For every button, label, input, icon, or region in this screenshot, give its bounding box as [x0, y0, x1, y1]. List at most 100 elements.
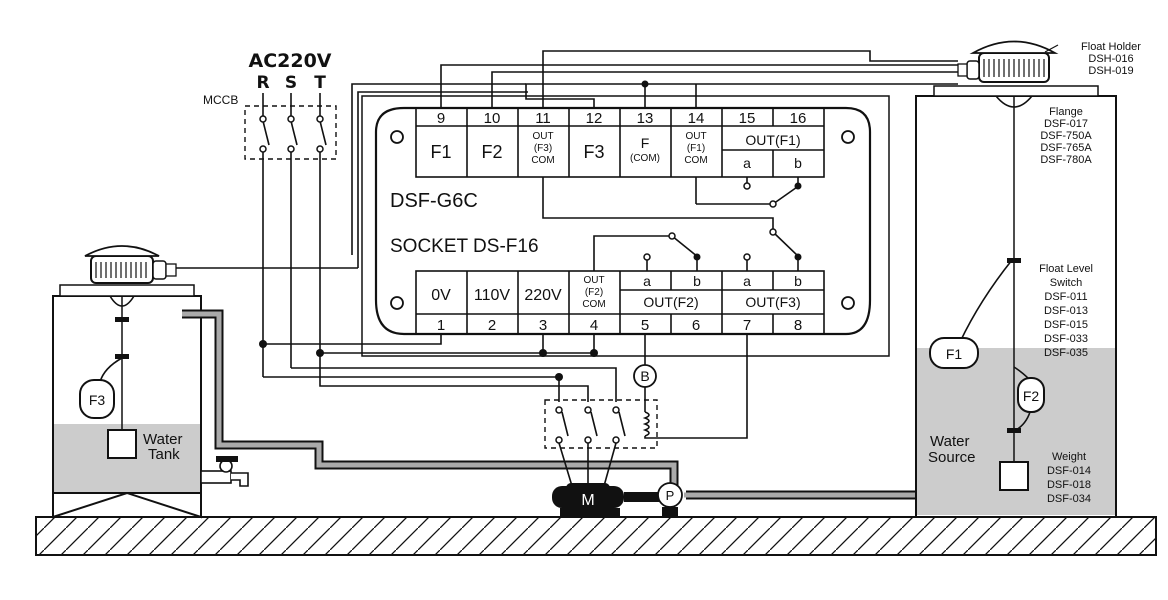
- float-switch-label-1: Float Level: [1039, 263, 1093, 275]
- float-holder-right: [957, 40, 1059, 83]
- float-holder-left: [84, 245, 358, 284]
- weight-model-3: DSF-034: [1047, 493, 1091, 505]
- mccb-label: MCCB: [203, 93, 238, 107]
- float-switch-model-4: DSF-033: [1044, 333, 1088, 345]
- faucet: [200, 456, 249, 487]
- motor-label: M: [581, 492, 594, 509]
- float-switch-model-5: DSF-035: [1044, 347, 1088, 359]
- out-f3-a: a: [743, 273, 751, 289]
- out-f1-com-2: (F1): [687, 143, 705, 154]
- weight-model-2: DSF-018: [1047, 479, 1091, 491]
- water-tank-label-line2: Tank: [148, 446, 180, 463]
- terminal-0v: 0V: [431, 287, 451, 304]
- weight-model-1: DSF-014: [1047, 465, 1091, 477]
- relay-f1-contact: [695, 177, 802, 208]
- out-f2-com-2: (F2): [585, 287, 603, 298]
- relay-f2-f3-contacts: [593, 228, 802, 271]
- float-switch-model-3: DSF-015: [1044, 319, 1088, 331]
- out-f3-b: b: [794, 273, 802, 289]
- water-tank-label-line1: Water: [143, 431, 182, 448]
- pump-label: P: [666, 488, 675, 503]
- weight-label: Weight: [1052, 451, 1086, 463]
- terminal-16: 16: [790, 110, 807, 127]
- terminal-10: 10: [484, 110, 501, 127]
- out-f2-label: OUT(F2): [643, 294, 698, 310]
- terminal-1: 1: [437, 317, 445, 334]
- float-holder-model-1: DSH-016: [1088, 53, 1133, 65]
- socket-model: SOCKET DS-F16: [390, 236, 539, 257]
- terminal-f2: F2: [481, 142, 502, 162]
- out-f2-b: b: [693, 273, 701, 289]
- phase-t: T: [314, 73, 326, 93]
- terminal-f3: F3: [583, 142, 604, 162]
- out-f3-com-1: OUT: [532, 131, 553, 142]
- float-switch-label-2: Switch: [1050, 277, 1082, 289]
- phase-r: R: [256, 73, 269, 93]
- terminal-3: 3: [539, 317, 547, 334]
- bottom-terminal-numbers: 1 2 3 4 5 6 7 8: [437, 317, 802, 334]
- controller-outline: [361, 95, 890, 357]
- water-source-label-line2: Source: [928, 449, 976, 466]
- top-terminal-grid: [415, 107, 825, 178]
- terminal-15: 15: [739, 110, 756, 127]
- source-float-assembly: [929, 95, 1045, 491]
- float-holder-model-2: DSH-019: [1088, 65, 1133, 77]
- terminal-6: 6: [692, 317, 700, 334]
- terminal-5: 5: [641, 317, 649, 334]
- flange-model-2: DSF-750A: [1040, 130, 1092, 142]
- flange-model-3: DSF-765A: [1040, 142, 1092, 154]
- out-f1-label: OUT(F1): [745, 132, 800, 148]
- power-title: AC220V: [248, 50, 331, 72]
- source-annotations: Float Holder DSH-016 DSH-019 Flange DSF-…: [1039, 41, 1141, 505]
- out-f3-label: OUT(F3): [745, 294, 800, 310]
- out-f1-a: a: [743, 155, 751, 171]
- terminal-7: 7: [743, 317, 751, 334]
- terminal-8: 8: [794, 317, 802, 334]
- motor: [552, 483, 660, 516]
- out-f1-b: b: [794, 155, 802, 171]
- terminal-12: 12: [586, 110, 603, 127]
- tank-float-assembly: [79, 295, 137, 459]
- out-f1-com-1: OUT: [685, 131, 706, 142]
- float-holder-label: Float Holder: [1081, 41, 1141, 53]
- flange-label: Flange: [1049, 106, 1083, 118]
- terminal-f1: F1: [430, 142, 451, 162]
- float-switch-model-1: DSF-011: [1044, 291, 1087, 303]
- f-com-1: F: [641, 135, 650, 151]
- pump: [657, 482, 683, 517]
- phase-s: S: [285, 73, 297, 93]
- ground: [35, 516, 1157, 556]
- water-source-label-line1: Water: [930, 433, 969, 450]
- out-f2-com-3: COM: [582, 299, 605, 310]
- magnetic-contactor: [544, 399, 661, 449]
- terminal-4: 4: [590, 317, 598, 334]
- b-node-label: B: [640, 368, 649, 384]
- terminal-220v: 220V: [524, 287, 562, 304]
- float-f3-label: F3: [89, 392, 106, 408]
- out-f3-com-3: COM: [531, 155, 554, 166]
- water-pipe: [182, 309, 916, 500]
- wiring: [259, 50, 958, 439]
- float-switch-model-2: DSF-013: [1044, 305, 1088, 317]
- b-node: [633, 364, 657, 388]
- flange-model-1: DSF-017: [1044, 118, 1088, 130]
- motor-leads: [558, 442, 617, 487]
- bottom-terminal-grid: [415, 270, 825, 335]
- terminal-13: 13: [637, 110, 654, 127]
- float-f2-label: F2: [1023, 388, 1040, 404]
- terminal-2: 2: [488, 317, 496, 334]
- terminal-14: 14: [688, 110, 705, 127]
- out-f2-com-1: OUT: [583, 275, 604, 286]
- terminal-110v: 110V: [474, 287, 511, 304]
- relay-f3-link: [542, 177, 774, 230]
- terminal-11: 11: [535, 110, 551, 127]
- top-terminal-numbers: 9 10 11 12 13 14 15 16: [437, 110, 807, 127]
- float-f1-label: F1: [946, 346, 963, 362]
- controller-model: DSF-G6C: [390, 190, 478, 212]
- flange-model-4: DSF-780A: [1040, 154, 1092, 166]
- f-com-2: (COM): [630, 153, 660, 164]
- out-f1-com-3: COM: [684, 155, 707, 166]
- out-f3-com-2: (F3): [534, 143, 552, 154]
- mccb-breaker: [244, 93, 337, 160]
